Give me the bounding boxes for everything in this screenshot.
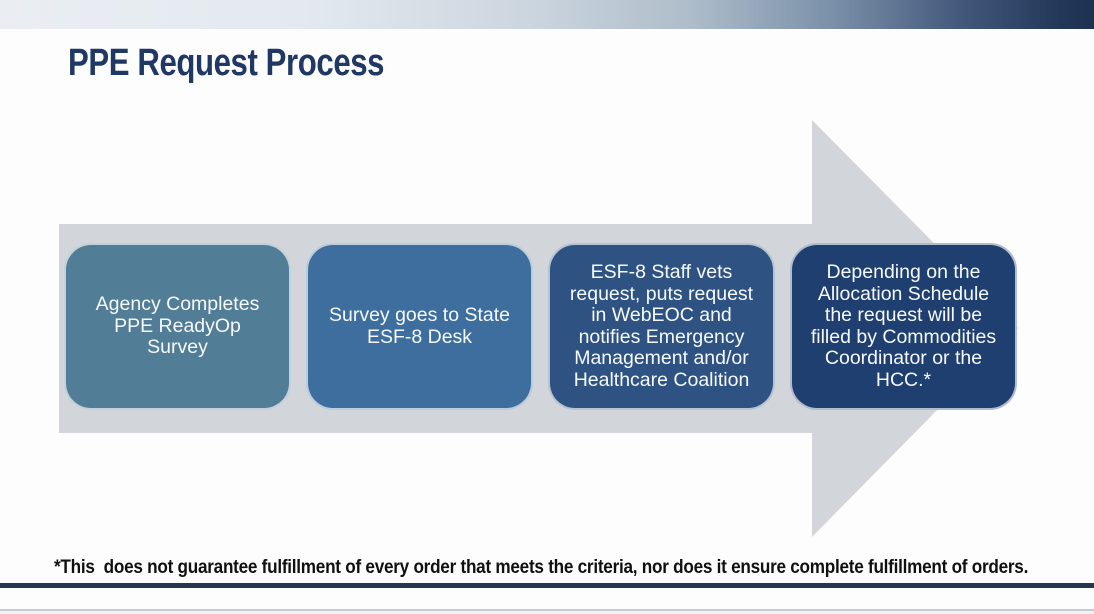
step-box-2: Survey goes to State ESF-8 Desk <box>306 243 533 410</box>
step-text-3: ESF-8 Staff vets request, puts request i… <box>569 261 754 391</box>
step-box-4: Depending on the Allocation Schedule the… <box>790 243 1017 410</box>
step-box-1: Agency Completes PPE ReadyOp Survey <box>64 243 291 410</box>
bottom-strip <box>0 609 1094 614</box>
step-text-4: Depending on the Allocation Schedule the… <box>810 261 997 391</box>
process-arrow <box>59 120 1018 537</box>
page-title: PPE Request Process <box>68 42 385 84</box>
step-box-3: ESF-8 Staff vets request, puts request i… <box>548 243 775 410</box>
process-arrow-shape <box>59 120 1018 537</box>
top-gradient-bar <box>0 0 1094 29</box>
footnote: *This does not guarantee fulfillment of … <box>54 556 1029 578</box>
step-text-2: Survey goes to State ESF-8 Desk <box>328 304 511 348</box>
footer-rule <box>0 583 1094 588</box>
step-text-1: Agency Completes PPE ReadyOp Survey <box>95 293 260 359</box>
